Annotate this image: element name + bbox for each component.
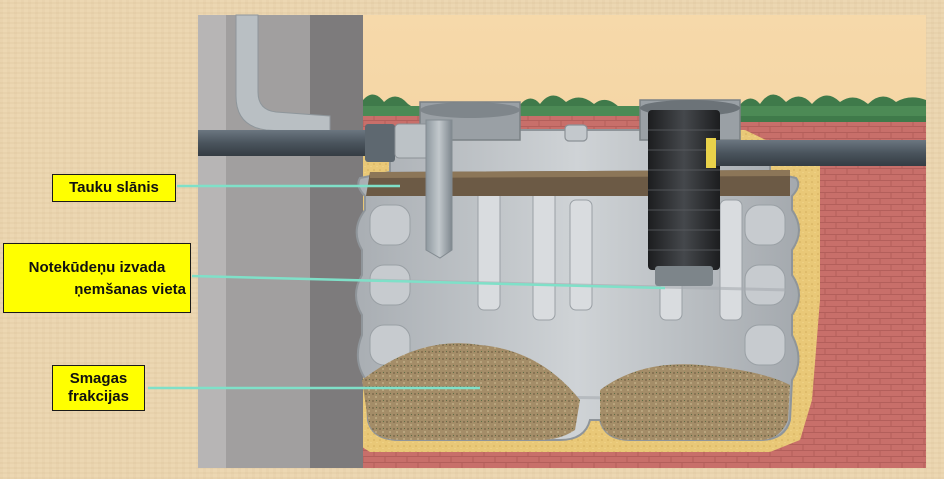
label-outlet-intake: Notekūdeņu izvada ņemšanas vieta <box>3 243 191 313</box>
label-heavy-fractions-line2: frakcijas <box>68 388 129 405</box>
sludge-heap-right <box>600 364 790 440</box>
building-wall-shadow <box>198 15 226 468</box>
inlet-pipe-coupling <box>365 124 395 162</box>
leader-line-outlet <box>191 274 666 290</box>
label-outlet-intake-line2: ņemšanas vieta <box>74 281 186 298</box>
vertical-downpipe <box>235 14 331 135</box>
label-heavy-fractions-line1: Smagas <box>69 370 128 387</box>
outlet-pipe <box>712 140 926 166</box>
outlet-intake-nozzle <box>655 266 713 286</box>
grass-base <box>338 106 926 116</box>
label-outlet-intake-line1: Notekūdeņu izvada <box>28 259 166 276</box>
label-grease-layer-text: Tauku slānis <box>69 179 159 196</box>
label-grease-layer: Tauku slānis <box>52 174 176 202</box>
lifting-lug <box>564 124 588 142</box>
building-wall-face <box>310 15 363 468</box>
label-heavy-fractions: Smagas frakcijas <box>52 365 145 411</box>
inlet-baffle-pipe <box>425 119 453 259</box>
outlet-pipe-ring <box>706 138 716 168</box>
left-manhole-rim <box>420 102 520 118</box>
sludge-heap-left <box>362 343 580 440</box>
tank-side-bulges <box>369 204 786 366</box>
